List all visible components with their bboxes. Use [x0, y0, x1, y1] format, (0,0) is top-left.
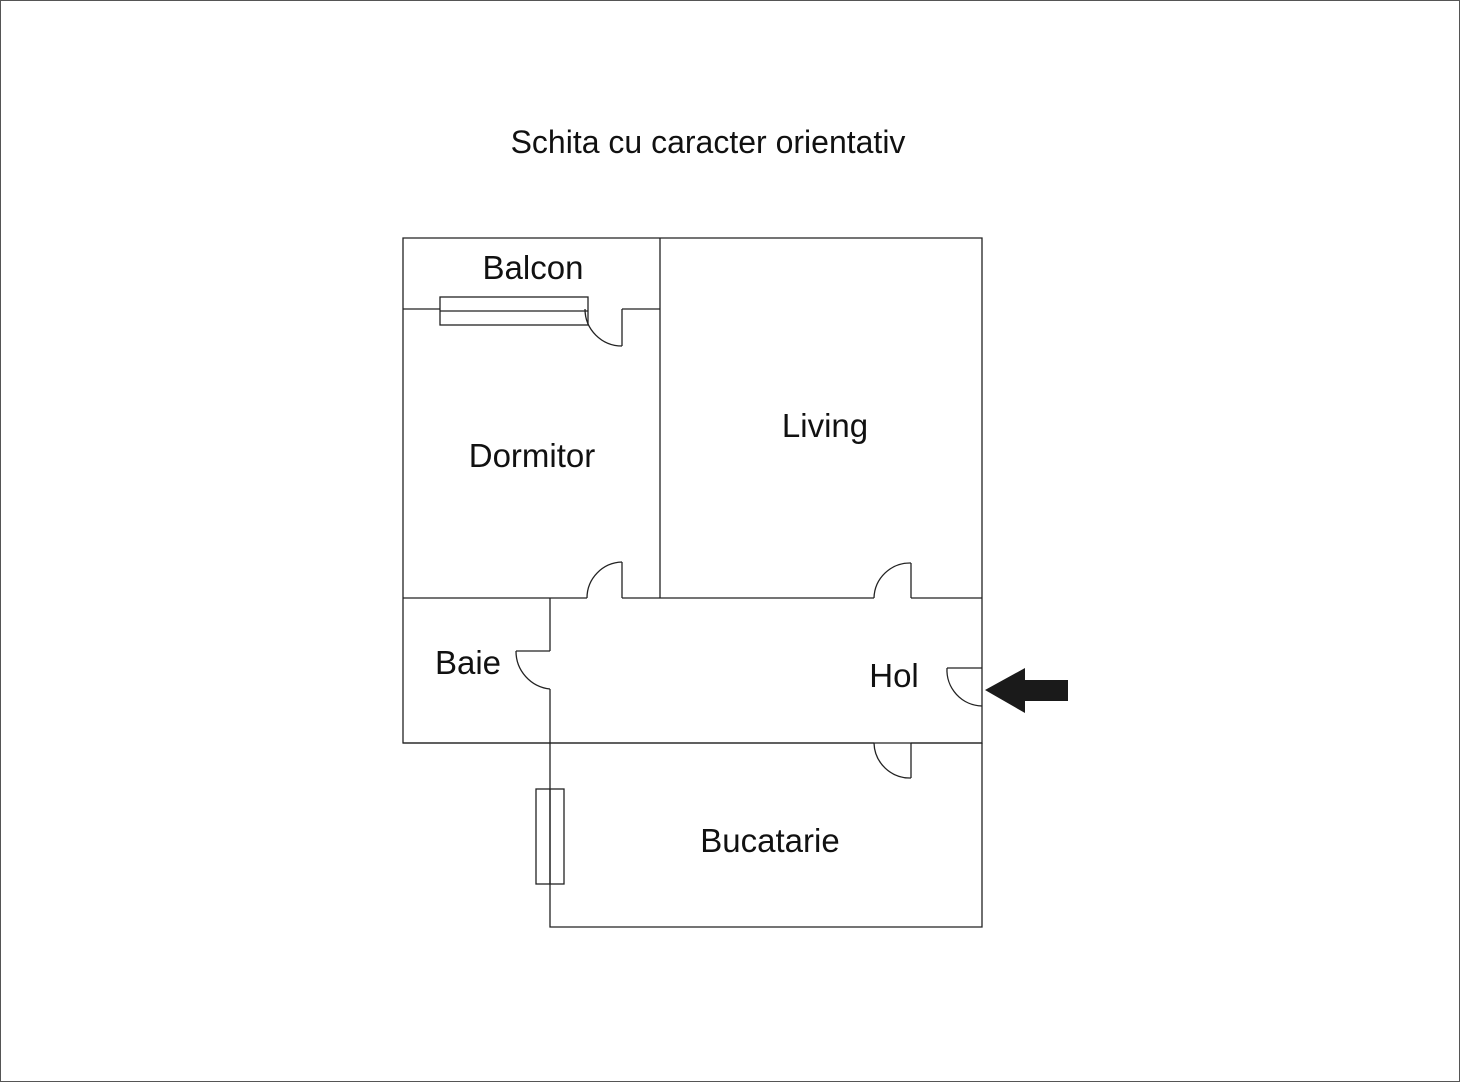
- door-entrance-swing: [946, 667, 983, 707]
- page-title: Schita cu caracter orientativ: [510, 124, 906, 160]
- room-label-hol: Hol: [869, 657, 919, 694]
- door-bucatarie-swing: [873, 742, 912, 779]
- door-dormitor-swing: [586, 561, 623, 599]
- door-balcon-swing: [584, 308, 623, 347]
- room-label-baie: Baie: [434, 644, 502, 681]
- room-label-bucatarie: Bucatarie: [700, 822, 840, 859]
- entrance-arrow-icon: [985, 668, 1068, 713]
- door-living-swing: [873, 562, 912, 599]
- room-label-dormitor: Dormitor: [468, 437, 596, 474]
- room-label-balcon: Balcon: [482, 249, 584, 286]
- door-baie-swing: [515, 650, 551, 690]
- room-label-living: Living: [781, 407, 869, 444]
